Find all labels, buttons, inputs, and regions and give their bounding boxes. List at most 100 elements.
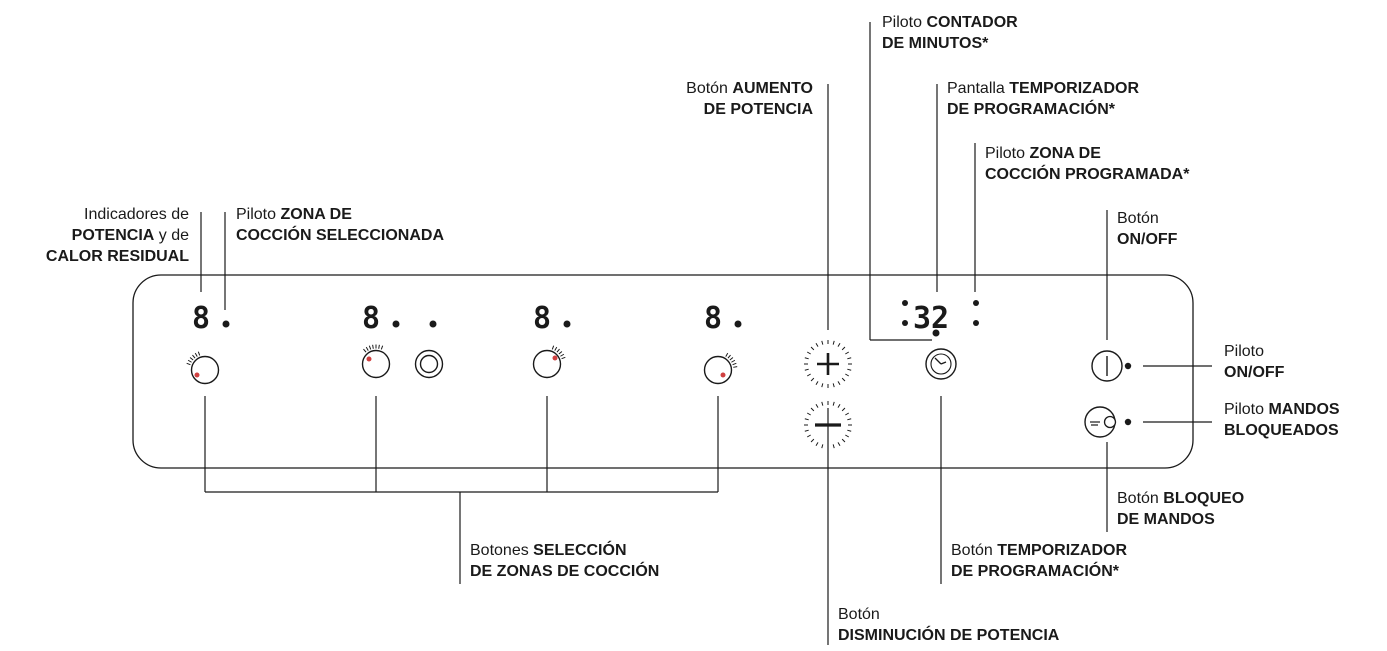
power-tick: [841, 346, 846, 351]
power-tick: [810, 377, 815, 382]
power-tick: [804, 418, 809, 421]
power-tick: [806, 373, 811, 377]
power-tick: [731, 359, 736, 363]
zone-2-select-button[interactable]: [361, 344, 391, 379]
power-tick: [733, 366, 738, 368]
zone-4-select-button[interactable]: [703, 352, 738, 385]
zone-4-power-digit: 8: [704, 301, 722, 336]
zone-4-selected-pilot-dot: [734, 320, 742, 328]
power-tick: [841, 407, 846, 412]
power-tick: [187, 359, 192, 363]
power-tick: [821, 340, 824, 345]
zone-2-power-ticks: [363, 344, 384, 353]
power-tick: [551, 345, 555, 350]
power-tick: [815, 381, 819, 386]
zone-3-selected-pilot-dot: [563, 320, 571, 328]
onoff-button[interactable]: [1091, 350, 1123, 382]
control-panel-outline: [132, 274, 1194, 469]
locked-pilot-dot: [1124, 418, 1132, 426]
plus-tick-ring: [804, 340, 852, 388]
label-timer-button: Botón TEMPORIZADOR DE PROGRAMACIÓN*: [951, 542, 1128, 580]
power-decrease-button[interactable]: [804, 401, 852, 449]
power-tick: [847, 357, 852, 360]
lock-button[interactable]: [1084, 406, 1117, 438]
power-tick: [841, 438, 846, 443]
power-tick: [804, 368, 809, 371]
power-tick: [806, 412, 811, 416]
zone-3-power-digit: 8: [533, 301, 551, 336]
power-tick: [845, 434, 850, 438]
zone-2-pilot-light: [366, 356, 372, 362]
power-tick: [804, 429, 809, 432]
zone-3-pilot-light: [552, 355, 558, 361]
power-tick: [725, 352, 729, 357]
key-icon: [1103, 415, 1117, 429]
power-tick: [806, 434, 811, 438]
timer-digits: 32: [913, 301, 949, 336]
zone-1-power-digit: 8: [192, 301, 210, 336]
timer-colon-bottom-right: [973, 320, 979, 326]
power-tick: [832, 340, 835, 345]
power-tick: [845, 412, 850, 416]
power-tick: [560, 353, 565, 357]
power-tick: [804, 357, 809, 360]
power-tick: [810, 346, 815, 351]
power-tick: [806, 351, 811, 355]
power-tick: [372, 344, 374, 349]
power-tick: [810, 438, 815, 443]
timer-display: 32: [902, 300, 979, 337]
power-tick: [821, 383, 824, 388]
power-tick: [810, 407, 815, 412]
label-controls-locked-pilot: Piloto MANDOS BLOQUEADOS: [1224, 401, 1340, 439]
zone-2-selected-pilot-dot: [392, 320, 400, 328]
power-tick: [363, 348, 367, 353]
power-tick: [556, 348, 560, 353]
power-tick: [841, 377, 846, 382]
zone-3-display: 8: [533, 301, 571, 336]
power-tick: [554, 346, 558, 351]
zone-3-select-button[interactable]: [532, 345, 566, 379]
power-tick: [378, 344, 380, 349]
power-tick: [186, 362, 191, 366]
label-zone-select-buttons: Botones SELECCIÓN DE ZONAS DE COCCIÓN: [470, 542, 660, 580]
zone-1-pilot-light: [194, 372, 200, 378]
power-tick: [815, 403, 819, 408]
power-tick: [847, 418, 852, 421]
zone-2-double-ring-button[interactable]: [414, 349, 444, 379]
power-tick: [845, 351, 850, 355]
minus-tick-ring: [804, 401, 852, 449]
power-increase-button[interactable]: [804, 340, 852, 388]
power-tick: [727, 354, 731, 359]
power-tick: [197, 351, 201, 356]
power-tick: [380, 345, 384, 350]
power-tick: [837, 342, 841, 347]
power-tick: [558, 351, 563, 355]
zone-4-power-ticks: [725, 352, 738, 368]
timer-colon-top-left: [902, 300, 908, 306]
power-tick: [832, 401, 835, 406]
power-tick: [821, 444, 824, 449]
timer-colon-top-right: [973, 300, 979, 306]
label-onoff-pilot: Piloto ON/OFF: [1224, 343, 1285, 381]
timer-button[interactable]: [925, 348, 957, 380]
zone-1-select-button[interactable]: [186, 351, 220, 385]
label-onoff-button: Botón ON/OFF: [1117, 210, 1178, 248]
zone-3-power-ticks: [551, 345, 566, 360]
power-tick: [821, 401, 824, 406]
power-tick: [815, 342, 819, 347]
timer-colon-bottom-left: [902, 320, 908, 326]
label-power-increase-button: Botón AUMENTO DE POTENCIA: [686, 80, 813, 118]
power-tick: [194, 352, 198, 357]
label-minute-counter-pilot: Piloto CONTADOR DE MINUTOS*: [882, 14, 1018, 52]
zone-1-power-ticks: [186, 351, 201, 366]
power-tick: [832, 383, 835, 388]
label-zone-selected-pilot: Piloto ZONA DE COCCIÓN SELECCIONADA: [236, 206, 445, 244]
zone-1-selected-pilot-dot: [222, 320, 230, 328]
label-power-decrease-button: Botón DISMINUCIÓN DE POTENCIA: [838, 606, 1060, 644]
clock-icon: [930, 353, 952, 375]
power-tick: [189, 357, 194, 361]
power-tick: [837, 381, 841, 386]
zone-2-display: 8: [362, 301, 437, 336]
power-tick: [368, 345, 372, 350]
